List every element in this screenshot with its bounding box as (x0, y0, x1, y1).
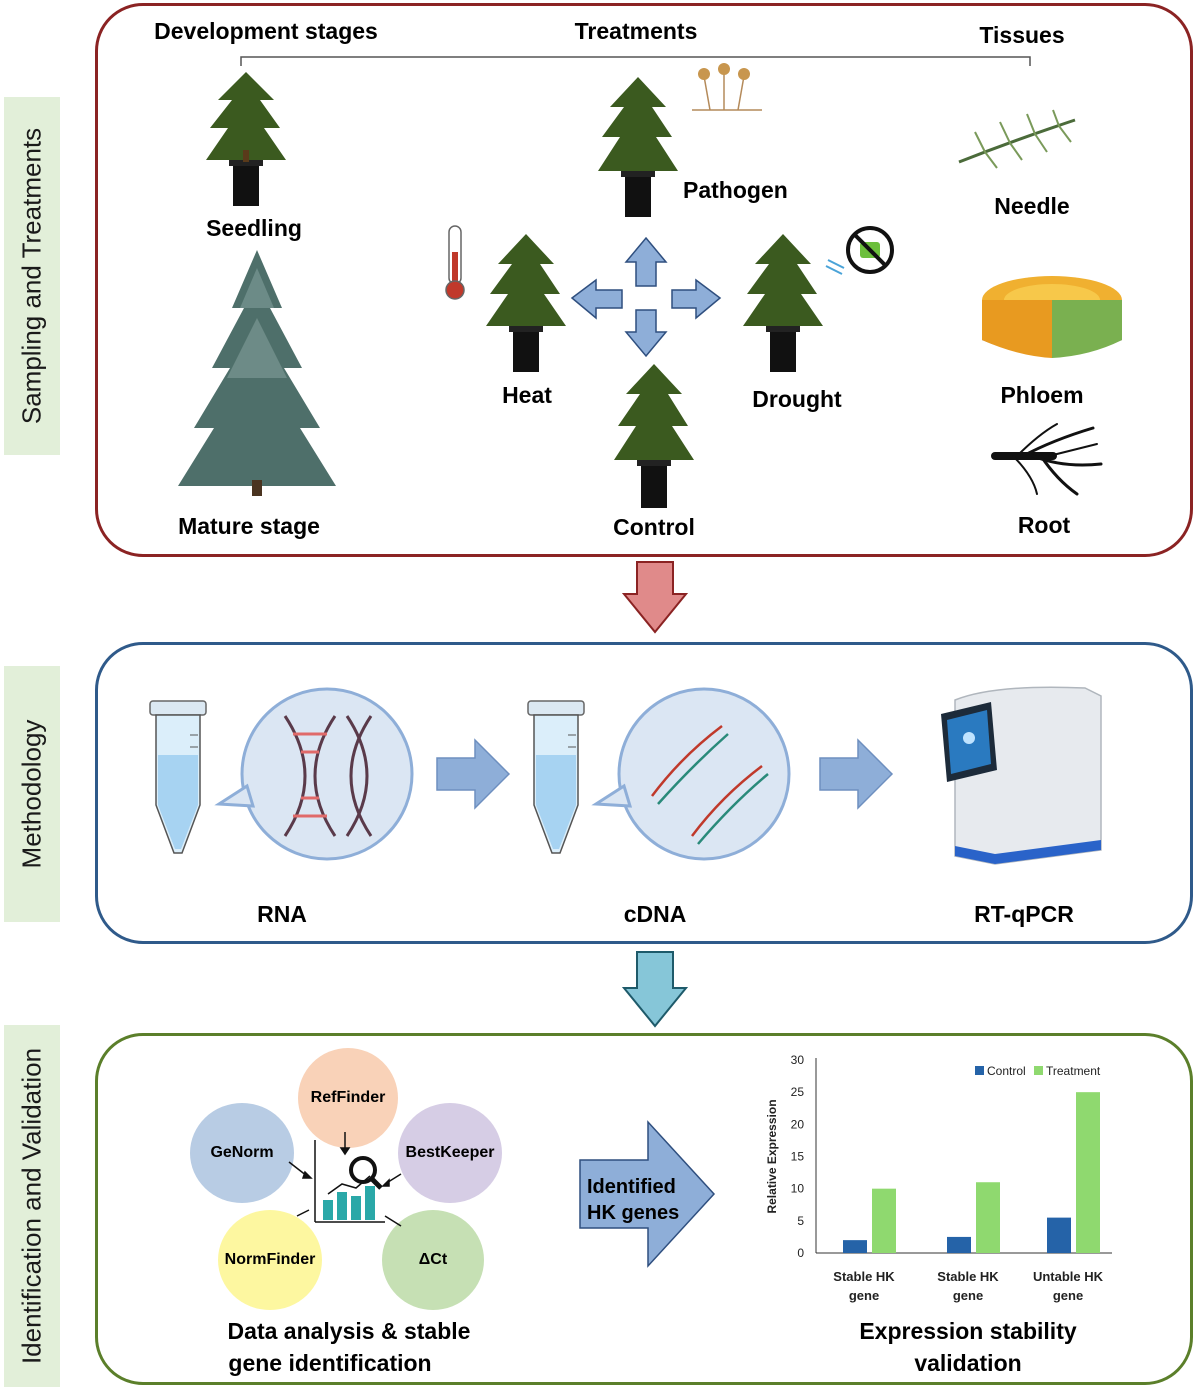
legend-label-treatment: Treatment (1046, 1064, 1101, 1078)
label-root: Root (1017, 512, 1071, 538)
identified-hk-arrow (579, 1120, 716, 1268)
bar-control (947, 1236, 971, 1253)
caption-analysis-line1: Data analysis & stable (227, 1318, 471, 1344)
label-phloem: Phloem (1000, 382, 1084, 408)
tool-delta-ct: ΔCt (382, 1210, 484, 1310)
treatment-arrows (570, 236, 722, 358)
header-tissues: Tissues (979, 22, 1065, 48)
drought-tree-icon (743, 234, 823, 372)
bar-treatment (1076, 1092, 1100, 1253)
thermometer-icon (445, 225, 465, 300)
root-icon (991, 423, 1103, 496)
y-axis-label: Relative Expression (765, 1099, 779, 1213)
label-rna: RNA (257, 901, 307, 927)
x-tick-label: gene (849, 1288, 879, 1303)
label-drought: Drought (752, 386, 842, 412)
tool-normfinder: NormFinder (218, 1210, 322, 1310)
x-tick-label: gene (1053, 1288, 1083, 1303)
y-tick-label: 10 (791, 1182, 805, 1196)
y-tick-label: 15 (791, 1150, 805, 1164)
label-heat: Heat (502, 382, 552, 408)
side-tab-identification: Identification and Validation (4, 1025, 60, 1387)
tool-bestkeeper: BestKeeper (398, 1103, 502, 1203)
bar-treatment (976, 1182, 1000, 1253)
bar-control (1047, 1217, 1071, 1253)
cdna-tube-icon (527, 700, 585, 854)
x-tick-label: gene (953, 1288, 983, 1303)
side-tab-methodology: Methodology (4, 666, 60, 922)
flow-arrow-teal (621, 951, 689, 1028)
x-tick-label: Stable HK (937, 1269, 999, 1284)
method-arrow-1 (436, 738, 511, 810)
header-bracket (240, 56, 1031, 66)
sampling-panel (95, 3, 1193, 557)
dna-helix-icon (651, 725, 769, 845)
tool-reffinder: RefFinder (298, 1048, 398, 1148)
label-cdna: cDNA (623, 901, 687, 927)
y-tick-label: 30 (791, 1053, 805, 1067)
bar-control (843, 1240, 867, 1253)
side-tab-sampling: Sampling and Treatments (4, 97, 60, 455)
label-control: Control (613, 514, 695, 540)
y-tick-label: 0 (797, 1246, 804, 1260)
identification-panel (95, 1033, 1193, 1385)
label-seedling: Seedling (206, 215, 302, 241)
flow-arrow-red (621, 561, 689, 634)
y-tick-label: 25 (791, 1085, 805, 1099)
legend-swatch-control (975, 1066, 984, 1075)
arrow-right (671, 278, 722, 320)
mature-tree-icon (178, 250, 336, 496)
cdna-bubble (591, 687, 791, 861)
rtqpcr-machine-icon (941, 686, 1102, 865)
x-tick-label: Untable HK (1033, 1269, 1104, 1284)
label-mature-stage: Mature stage (178, 513, 320, 539)
arrow-down (624, 309, 668, 358)
tool-genorm: GeNorm (190, 1103, 294, 1203)
identified-hk-label-2: HK genes (587, 1202, 680, 1224)
header-treatments: Treatments (574, 18, 698, 44)
label-needle: Needle (994, 193, 1070, 219)
heat-tree-icon (486, 234, 566, 372)
pathogen-tree-icon (598, 77, 678, 217)
caption-validation-line1: Expression stability (859, 1318, 1077, 1344)
phloem-icon (982, 276, 1122, 358)
label-pathogen: Pathogen (683, 177, 788, 203)
methodology-panel (95, 642, 1193, 944)
control-tree-icon (614, 364, 694, 508)
caption-analysis-line2: gene identification (228, 1350, 432, 1376)
rna-strand-icon (283, 715, 373, 837)
rna-bubble (214, 687, 414, 861)
identified-hk-label-1: Identified (587, 1176, 676, 1198)
method-arrow-2 (819, 738, 894, 810)
header-development: Development stages (154, 18, 378, 44)
seedling-tree-icon (206, 72, 286, 206)
arrow-left (570, 278, 623, 320)
analysis-chart-icon (288, 1132, 402, 1227)
arrow-up (624, 236, 668, 287)
legend-label-control: Control (987, 1064, 1026, 1078)
label-rtqpcr: RT-qPCR (974, 901, 1074, 927)
magnifier-icon (349, 1156, 377, 1184)
needle-icon (958, 109, 1076, 169)
fungus-icon (692, 63, 762, 111)
legend-swatch-treatment (1034, 1066, 1043, 1075)
bar-treatment (872, 1188, 896, 1253)
caption-validation-line2: validation (914, 1350, 1022, 1376)
y-tick-label: 20 (791, 1117, 805, 1131)
rna-tube-icon (149, 700, 207, 854)
x-tick-label: Stable HK (833, 1269, 895, 1284)
no-watering-icon (825, 226, 894, 275)
y-tick-label: 5 (797, 1214, 804, 1228)
